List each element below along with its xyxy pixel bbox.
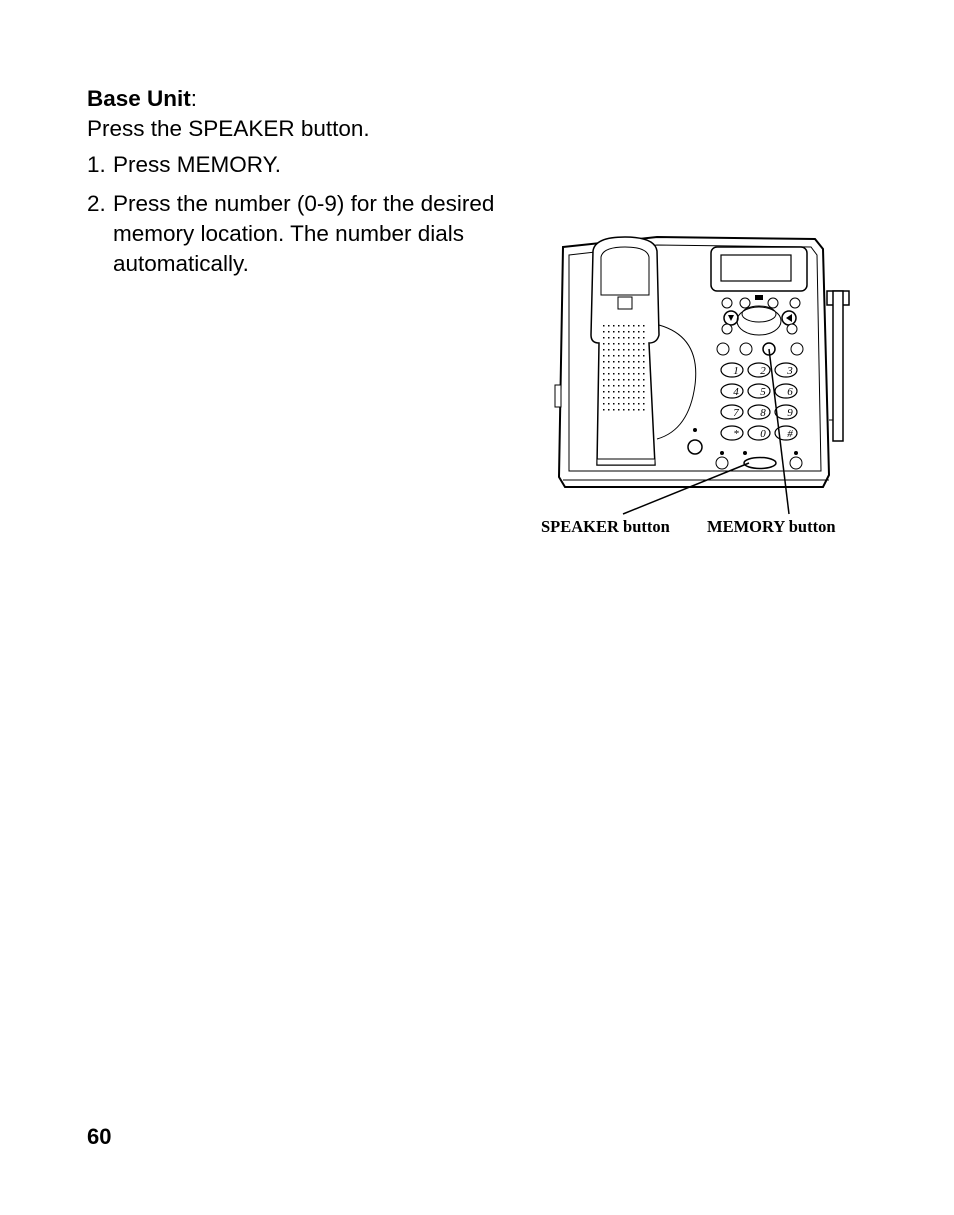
svg-text:7: 7 [733, 407, 739, 419]
step-2: 2. Press the number (0-9) for the desire… [87, 189, 527, 279]
step-text: Press MEMORY. [113, 152, 281, 177]
heading-colon: : [190, 86, 198, 111]
svg-text:5: 5 [760, 386, 766, 398]
section-heading: Base Unit: [87, 84, 197, 114]
page-number: 60 [87, 1124, 112, 1149]
svg-text:8: 8 [760, 407, 766, 419]
handset-cradle-icon [590, 236, 697, 466]
speaker-button-callout: SPEAKER button [541, 517, 670, 536]
phone-base-illustration: 1 2 3 4 5 6 7 8 9 * 0 # [554, 235, 850, 515]
step-1: 1. Press MEMORY. [87, 150, 527, 180]
step-number: 2. [87, 191, 106, 216]
heading-title: Base Unit [87, 86, 191, 111]
svg-text:0: 0 [760, 428, 766, 440]
svg-text:9: 9 [787, 407, 793, 419]
svg-text:2: 2 [760, 365, 766, 377]
svg-text:4: 4 [733, 386, 739, 398]
svg-text:*: * [733, 428, 739, 440]
svg-text:1: 1 [733, 365, 739, 377]
display-screen-icon [710, 246, 808, 292]
intro-instruction: Press the SPEAKER button. [87, 116, 370, 141]
step-text: Press the number (0-9) for the desired m… [113, 191, 495, 276]
svg-text:6: 6 [787, 386, 793, 398]
antenna-icon [826, 290, 850, 442]
memory-button-callout: MEMORY button [707, 517, 836, 536]
svg-text:3: 3 [786, 365, 793, 377]
step-number: 1. [87, 152, 106, 177]
svg-text:#: # [787, 428, 793, 440]
